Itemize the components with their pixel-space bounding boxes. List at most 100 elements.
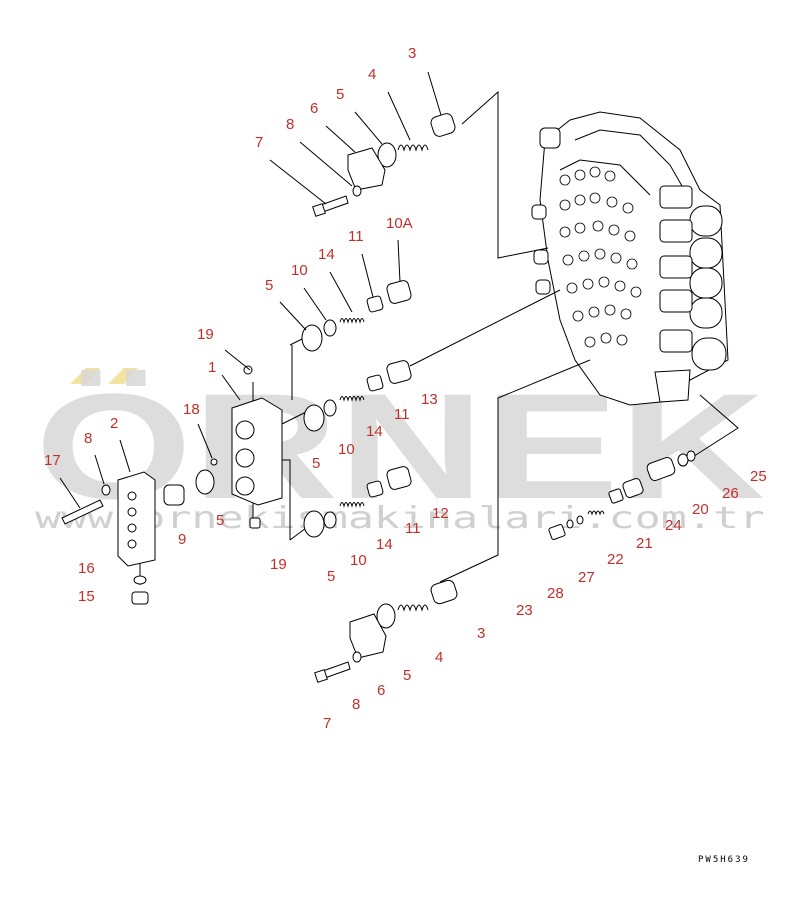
oring-16	[133, 575, 147, 585]
oring-5-row2	[301, 324, 323, 352]
callout-label: 16	[78, 560, 95, 577]
ring-10-row4	[323, 511, 337, 529]
lower-relief-group	[314, 579, 458, 683]
side-caps	[531, 127, 561, 295]
upper-relief-group	[312, 113, 456, 217]
callout-label: 11	[394, 406, 410, 423]
callout-label: 11	[405, 520, 421, 537]
callout-label: 8	[84, 430, 92, 447]
callout-label: 8	[352, 696, 360, 713]
callout-leaders	[59, 71, 442, 509]
callout-label: 10	[338, 441, 355, 458]
washer-8-upper	[352, 185, 362, 197]
valve-20	[646, 457, 676, 481]
cap-3-lower	[430, 579, 458, 605]
row-3-group	[303, 360, 412, 432]
valve-ports	[559, 166, 642, 348]
plug-11-row3	[366, 374, 384, 392]
callout-label: 17	[44, 452, 61, 469]
plug-15	[131, 591, 149, 605]
callout-label: 5	[216, 512, 224, 529]
callout-label: 14	[366, 423, 383, 440]
piece-21	[608, 488, 624, 504]
washer-8-lower	[352, 651, 362, 663]
callout-label: 6	[377, 682, 385, 699]
diagram-code: PW5H639	[698, 855, 750, 865]
sleeve-13	[386, 360, 412, 384]
callout-label: 23	[516, 602, 533, 619]
spring-22	[587, 510, 605, 516]
callout-label: 18	[183, 401, 200, 418]
callout-label: 24	[665, 517, 682, 534]
callout-label: 15	[78, 588, 95, 605]
solenoid-valves	[659, 185, 727, 371]
callout-label: 28	[547, 585, 564, 602]
oring-25	[686, 450, 696, 462]
callout-label: 26	[722, 485, 739, 502]
plug-9	[163, 484, 185, 506]
plug-24	[622, 478, 644, 498]
oring-27	[576, 515, 584, 525]
spring-14-row4	[339, 502, 365, 508]
washer-8-left	[101, 484, 111, 496]
callout-label: 6	[310, 100, 318, 117]
callout-label: 19	[197, 326, 214, 343]
callout-label: 8	[286, 116, 294, 133]
plate-6-upper	[347, 147, 386, 191]
callout-label: 9	[178, 531, 186, 548]
left-small-parts	[61, 458, 218, 605]
callout-label: 21	[636, 535, 653, 552]
callout-label: 1	[208, 359, 216, 376]
plate-6-lower	[349, 613, 387, 659]
callout-label: 10	[291, 262, 308, 279]
oring-5-left	[195, 469, 215, 495]
spring-4-lower	[397, 604, 429, 612]
spring-4-upper	[397, 144, 429, 152]
spring-14-row2	[339, 318, 365, 324]
row-4-group	[303, 466, 412, 538]
callout-label: 5	[312, 455, 320, 472]
callout-label: 25	[750, 468, 767, 485]
control-valve-body	[531, 111, 729, 406]
oring-5-lower	[376, 603, 396, 629]
callout-label: 3	[408, 45, 416, 62]
callout-label: 10A	[386, 215, 413, 232]
callout-label: 5	[265, 277, 273, 294]
oring-5-row4	[303, 510, 325, 538]
oring-5-row3	[303, 404, 325, 432]
callout-label: 7	[255, 134, 263, 151]
callout-label: 14	[318, 246, 335, 263]
right-relief-group	[548, 450, 696, 540]
callout-label: 22	[607, 551, 624, 568]
plate-2	[117, 471, 156, 567]
bolt-17	[61, 499, 104, 525]
callout-label: 5	[403, 667, 411, 684]
cap-3-upper	[430, 113, 456, 137]
callout-label: 4	[435, 649, 443, 666]
callout-label: 3	[477, 625, 485, 642]
callout-label: 19	[270, 556, 287, 573]
ring-28	[566, 519, 574, 529]
pin-18	[210, 458, 218, 466]
oring-5-upper	[377, 142, 397, 168]
spring-14-row3	[339, 396, 365, 402]
sleeve-12	[386, 466, 412, 490]
callout-label: 12	[432, 505, 449, 522]
callout-label: 11	[348, 228, 364, 245]
callout-label: 2	[110, 415, 118, 432]
row-2-group	[301, 280, 412, 352]
callout-label: 10	[350, 552, 367, 569]
callout-label: 5	[336, 86, 344, 103]
ring-10-row3	[323, 399, 337, 417]
sleeve-10A	[386, 280, 412, 304]
callout-label: 20	[692, 501, 709, 518]
block-1	[231, 365, 283, 529]
callout-label: 14	[376, 536, 393, 553]
callout-labels: 3 4 5 6 8 7 10A 11 14 10 5 19 1 18 2 8 1…	[44, 45, 767, 732]
callout-label: 5	[327, 568, 335, 585]
plug-11-row4	[366, 480, 384, 498]
plug-11-row2	[366, 295, 384, 313]
callout-label: 27	[578, 569, 595, 586]
watermark-dots	[70, 368, 138, 384]
